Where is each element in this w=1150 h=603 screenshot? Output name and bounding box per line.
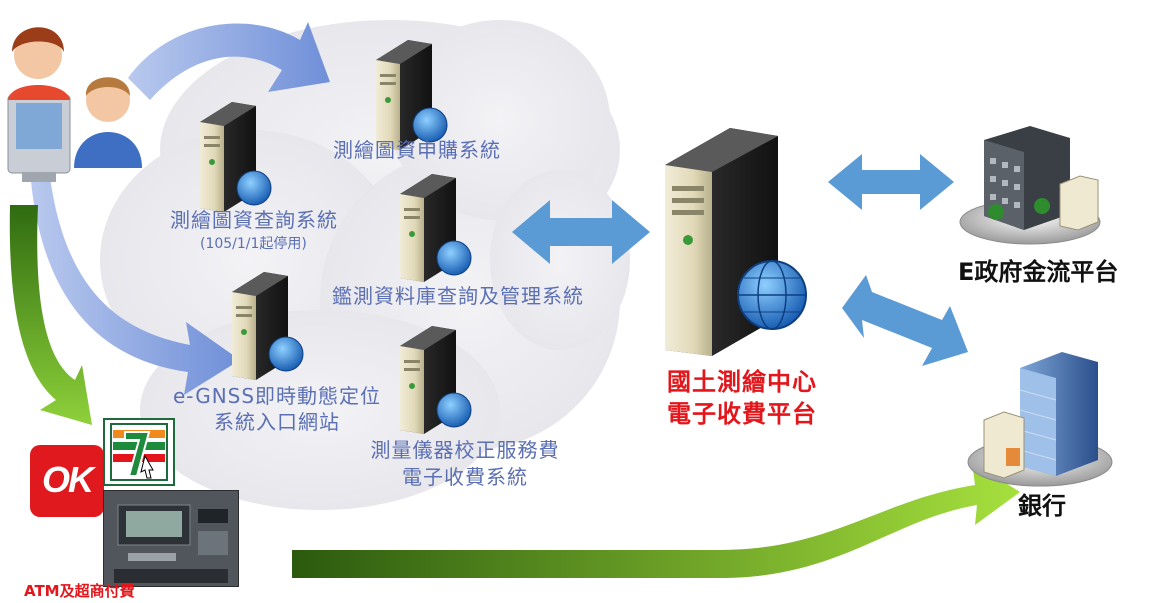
bank-building-icon [967, 352, 1113, 487]
double-arrow-systems-center [512, 200, 650, 264]
label-egnss-line1: e-GNSS即時動態定位 [172, 384, 382, 408]
label-calibration-line1: 測量儀器校正服務費 [370, 438, 560, 462]
arrow-users-to-purchase [128, 22, 330, 100]
label-query-system: 測繪圖資查詢系統 [170, 208, 338, 232]
server-icon-query [200, 102, 272, 212]
system-cloud [100, 20, 630, 510]
double-arrow-center-bank [842, 275, 968, 366]
atm-machine-graphic [104, 491, 238, 586]
seven-eleven-logo-graphic [110, 423, 168, 481]
seven-eleven-logo [103, 418, 175, 486]
arrow-users-to-atm [9, 205, 92, 425]
government-building-icon [959, 126, 1101, 245]
double-arrow-center-egov [828, 154, 954, 210]
label-query-note: (105/1/1起停用) [200, 236, 307, 252]
atm-machine-icon [103, 490, 239, 587]
ok-mart-logo: OK [30, 445, 104, 517]
label-atm-payment: ATM及超商付費 [24, 582, 135, 600]
arrow-users-to-egnss [30, 160, 240, 395]
label-bank: 銀行 [1018, 492, 1066, 520]
users-icon [7, 27, 142, 182]
arrow-atm-to-bank [292, 462, 1020, 578]
label-purchase-system: 測繪圖資申購系統 [333, 138, 501, 162]
label-calibration-line2: 電子收費系統 [402, 465, 528, 489]
server-icon-survey-db [400, 174, 472, 282]
ok-mart-logo-text: OK [42, 459, 94, 500]
server-icon-purchase [376, 40, 448, 150]
server-icon-calibration [400, 326, 472, 434]
label-center-line2: 電子收費平台 [667, 400, 817, 428]
label-egnss-line2: 系統入口網站 [214, 410, 340, 434]
label-survey-db: 鑑測資料庫查詢及管理系統 [332, 284, 584, 308]
central-server-icon [665, 128, 807, 356]
server-icon-egnss [232, 272, 304, 380]
label-center-line1: 國土測繪中心 [667, 368, 817, 396]
label-egov-platform: E政府金流平台 [958, 258, 1119, 286]
